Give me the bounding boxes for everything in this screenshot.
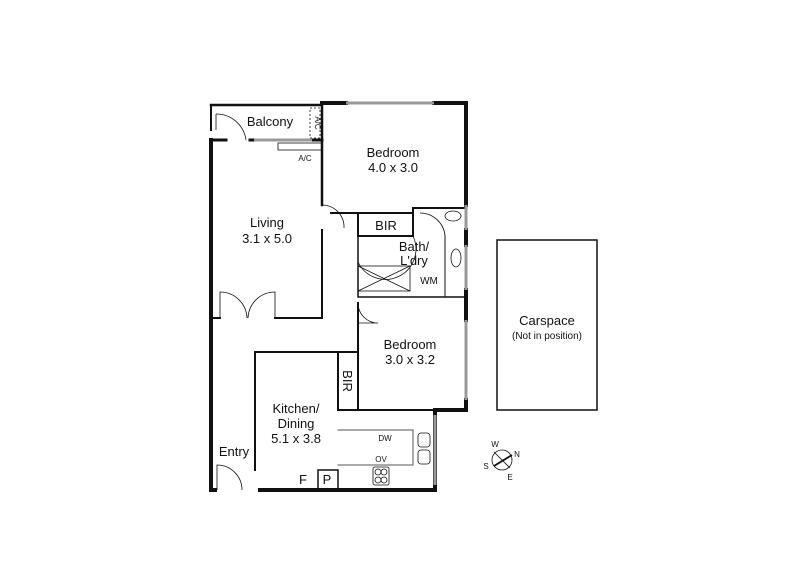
room-label-entry: Entry [219, 444, 250, 459]
sink-bowl [417, 432, 431, 448]
room-size-bedroom1: 4.0 x 3.0 [368, 160, 418, 175]
room-size-living: 3.1 x 5.0 [242, 231, 292, 246]
room-size-kitchen: 5.1 x 3.8 [271, 431, 321, 446]
ac-indoor-label: A/C [298, 154, 312, 163]
sink-bowl [417, 449, 431, 465]
compass-icon: W N S E [483, 440, 520, 482]
doors [215, 113, 446, 491]
room-label-kitchen-2: Dining [278, 416, 315, 431]
carspace-label: Carspace [519, 313, 575, 328]
ac-unit [277, 142, 323, 151]
windows [254, 101, 468, 485]
svg-text:S: S [483, 462, 488, 471]
toilet-icon [444, 210, 462, 222]
room-label-bir1: BIR [375, 218, 397, 233]
shower-base [357, 265, 411, 292]
dw-label: DW [378, 434, 392, 443]
wm-label: WM [420, 276, 438, 287]
room-label-living: Living [250, 215, 284, 230]
room-label-bedroom1: Bedroom [367, 145, 420, 160]
room-label-bath: Bath/ [399, 239, 430, 254]
carspace-outline [496, 239, 598, 411]
room-label-bath-2: L'dry [400, 253, 428, 268]
pantry-label: P [323, 472, 332, 487]
svg-text:E: E [507, 473, 512, 482]
room-label-balcony: Balcony [247, 114, 294, 129]
fridge-label: F [299, 472, 307, 487]
ov-label: OV [375, 455, 387, 464]
svg-text:W: W [491, 440, 499, 449]
svg-text:N: N [514, 450, 520, 459]
fixtures-drawn [277, 107, 598, 486]
room-label-kitchen: Kitchen/ [273, 401, 320, 416]
carspace-note: (Not in position) [512, 331, 582, 342]
room-size-bedroom2: 3.0 x 3.2 [385, 352, 435, 367]
walls [209, 101, 468, 492]
cooktop-icon [372, 466, 390, 486]
room-label-bedroom2: Bedroom [384, 337, 437, 352]
basin-icon [450, 248, 462, 268]
ac-outdoor-label: A/C [313, 116, 322, 130]
room-label-bir2: BIR [340, 370, 355, 392]
